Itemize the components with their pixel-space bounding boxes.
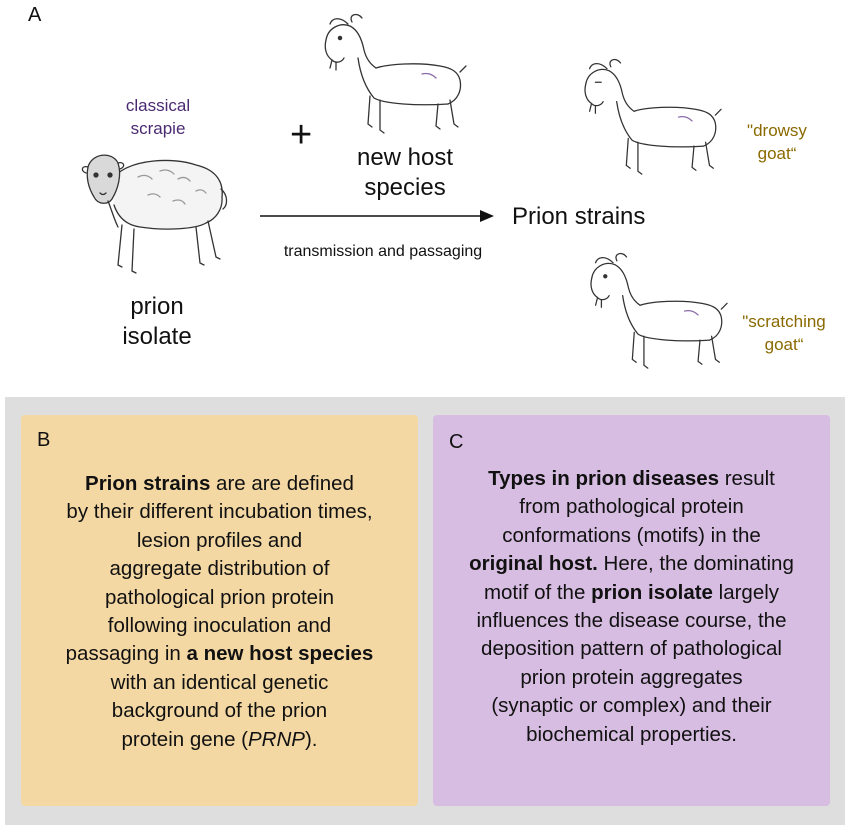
goat-icon <box>590 252 728 369</box>
panel-b-line2: by their different incubation times, <box>66 500 373 524</box>
new-host-species-term: a new host species <box>186 642 374 666</box>
panel-b-line8: with an identical genetic <box>110 670 329 694</box>
panel-c-line1: result <box>719 467 775 490</box>
panel-c-line2: from pathological protein <box>519 495 744 519</box>
panel-b-line10-end: ). <box>304 727 318 751</box>
panel-c-text: Types in prion diseases result from path… <box>433 465 830 749</box>
panel-b-line10: protein gene ( <box>121 727 248 751</box>
new-host-species-label: new host species <box>330 143 480 203</box>
arrow-right-icon <box>260 210 494 222</box>
panel-a-letter: A <box>28 4 42 26</box>
panel-b-line4: aggregate distribution of <box>109 557 330 581</box>
goat-icon <box>324 13 467 134</box>
original-host-term: original host. <box>469 552 598 576</box>
panel-b-line6: following inoculation and <box>107 614 332 638</box>
panel-c-line7: deposition pattern of pathological <box>481 637 782 661</box>
prion-strains-label: Prion strains <box>512 203 646 230</box>
panel-b-text: Prion strains are are defined by their d… <box>21 470 418 754</box>
drowsy-goat-label: "drowsy goat“ <box>722 119 832 165</box>
panel-c-line6: influences the disease course, the <box>476 609 787 633</box>
panel-c-line8: prion protein aggregates <box>520 665 743 689</box>
panel-c-line3: conformations (motifs) in the <box>502 523 761 547</box>
classical-scrapie-label: classical scrapie <box>108 94 208 140</box>
prion-isolate-line2: isolate <box>122 323 192 350</box>
prion-isolate-line1: prion <box>130 293 184 320</box>
prion-strains-term: Prion strains <box>85 472 211 495</box>
panel-c-line5-end: largely <box>712 580 780 604</box>
panel-b-box: B <box>21 415 418 806</box>
scratching-line1: "scratching <box>742 312 826 331</box>
panel-b-line5: pathological prion protein <box>104 585 335 609</box>
prion-isolate-label: prion isolate <box>82 292 232 352</box>
panel-b-letter: B <box>37 429 51 451</box>
classical-scrapie-line2: scrapie <box>130 119 186 138</box>
panel-b-line1: are are defined <box>210 472 354 495</box>
goat-icon <box>584 58 722 175</box>
new-host-line1: new host <box>356 144 454 171</box>
panel-b-line3: lesion profiles and <box>136 528 303 552</box>
panel-c-line4: Here, the dominating <box>597 552 794 576</box>
sheep-icon <box>81 154 228 274</box>
panel-c-letter: C <box>449 431 464 453</box>
types-term: Types in prion diseases <box>488 467 720 490</box>
prnp-gene: PRNP <box>248 727 305 751</box>
transmission-label: transmission and passaging <box>283 243 483 260</box>
scratching-line2: goat“ <box>764 335 804 354</box>
panel-b-line9: background of the prion <box>111 699 328 723</box>
drowsy-line2: goat“ <box>757 144 797 163</box>
prion-isolate-term: prion isolate <box>591 580 713 604</box>
plus-sign: + <box>290 114 313 156</box>
new-host-line2: species <box>364 174 446 201</box>
panel-c-line10: biochemical properties. <box>526 722 737 746</box>
panel-c-box: C <box>433 415 830 806</box>
panel-c-line9: (synaptic or complex) and their <box>491 694 772 718</box>
classical-scrapie-line1: classical <box>125 96 191 115</box>
panel-c-line5: motif of the <box>483 580 592 604</box>
drowsy-line1: "drowsy <box>747 121 807 140</box>
scratching-goat-label: "scratching goat“ <box>722 310 846 356</box>
panel-b-line7: passaging in <box>65 642 187 666</box>
